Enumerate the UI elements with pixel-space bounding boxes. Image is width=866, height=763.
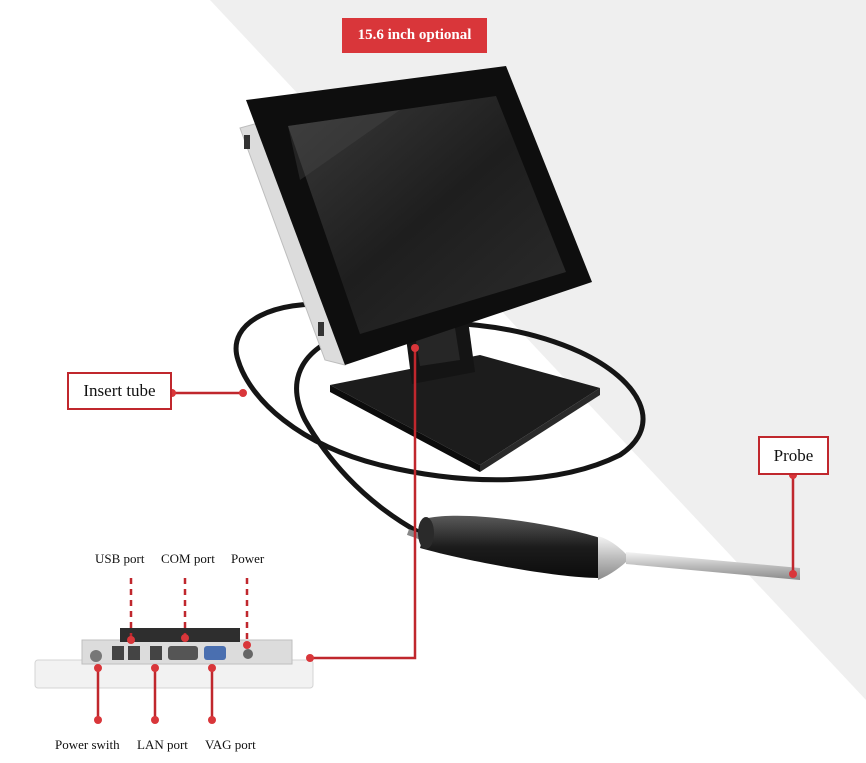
- vga-port-label: VAG port: [205, 737, 256, 752]
- usb-port-label: USB port: [95, 551, 145, 566]
- screen-size-badge: 15.6 inch optional: [342, 18, 487, 53]
- com-port-label: COM port: [161, 551, 215, 566]
- leader-lines: [96, 348, 795, 720]
- probe-label: Probe: [758, 436, 829, 475]
- insert-tube-cable: [233, 301, 646, 536]
- port-panel: [34, 628, 314, 689]
- power-label: Power: [231, 551, 265, 566]
- monitor: [239, 66, 592, 366]
- lan-port-label: LAN port: [137, 737, 188, 752]
- insert-tube-label: Insert tube: [67, 372, 172, 410]
- probe-assembly: [406, 515, 800, 580]
- power-switch-label: Power swith: [55, 737, 120, 752]
- monitor-stand: [330, 320, 600, 472]
